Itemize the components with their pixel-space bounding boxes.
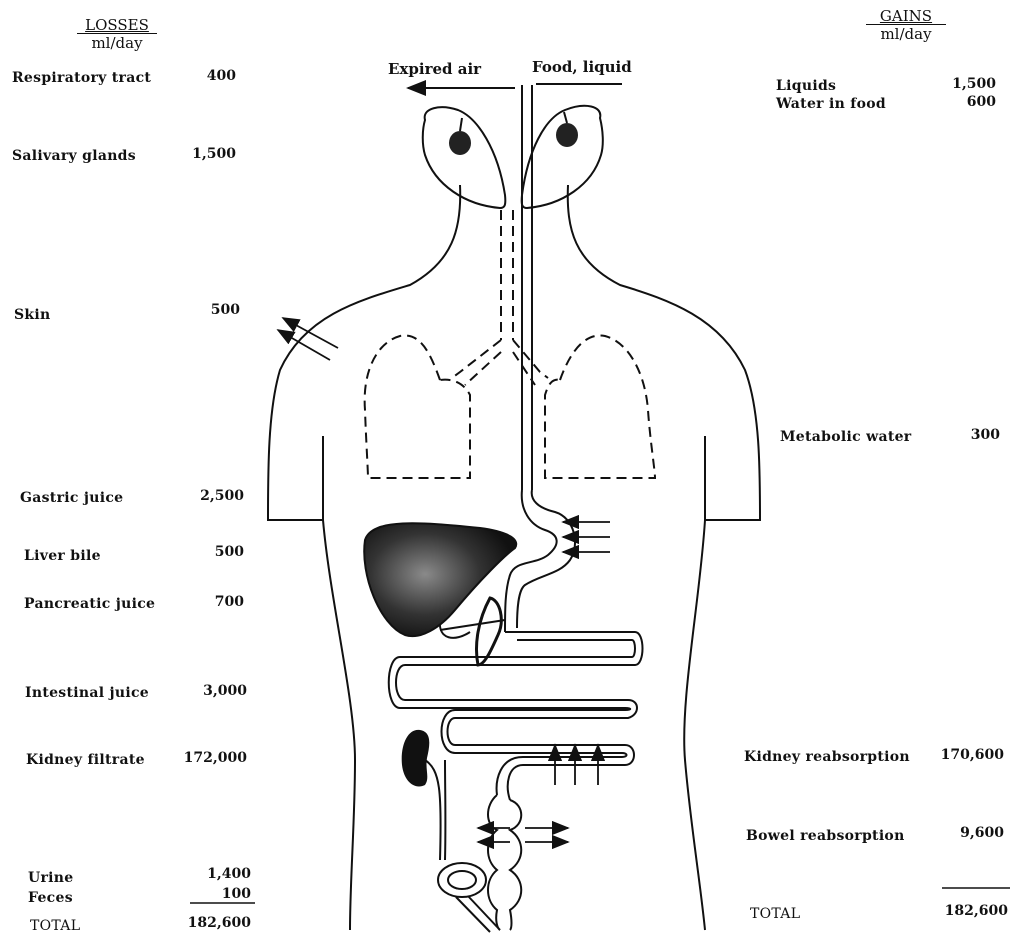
loss-value: 3,000	[203, 683, 247, 699]
expired-air-label: Expired air	[388, 60, 481, 78]
gain-label: Kidney reabsorption	[744, 749, 910, 765]
loss-value: 1,400	[207, 866, 251, 882]
loss-label: Liver bile	[24, 548, 101, 564]
salivary-gland-right	[556, 123, 578, 147]
gain-value: 1,500	[952, 76, 996, 92]
loss-label: Intestinal juice	[25, 685, 149, 701]
lung-right	[545, 335, 655, 478]
gain-label: Liquids	[776, 78, 836, 94]
loss-label: Kidney filtrate	[26, 752, 145, 768]
pancreas	[477, 598, 502, 665]
loss-label: Urine	[28, 870, 74, 886]
loss-label: Gastric juice	[20, 490, 123, 506]
gain-value: 170,600	[941, 747, 1004, 763]
gains-total-label: TOTAL	[750, 906, 800, 922]
loss-value: 400	[207, 68, 236, 84]
loss-value: 1,500	[192, 146, 236, 162]
gains-total-value: 182,600	[945, 903, 1008, 919]
gains-header: GAINS ml/day	[866, 8, 946, 42]
head-outline-right	[522, 106, 603, 208]
loss-value: 2,500	[200, 488, 244, 504]
loss-value: 500	[211, 302, 240, 318]
gain-value: 9,600	[960, 825, 1004, 841]
losses-header: LOSSES ml/day	[77, 17, 157, 51]
losses-total-value: 182,600	[188, 915, 251, 931]
colon	[488, 795, 500, 930]
liver	[364, 523, 516, 636]
loss-label: Skin	[14, 307, 51, 323]
salivary-gland-left	[449, 131, 471, 155]
losses-unit: ml/day	[77, 33, 157, 51]
loss-value: 500	[215, 544, 244, 560]
loss-value: 172,000	[184, 750, 247, 766]
loss-value: 100	[222, 886, 251, 902]
gain-value: 600	[967, 94, 996, 110]
kidney	[402, 730, 430, 787]
head-outline	[423, 107, 506, 208]
gain-label: Bowel reabsorption	[746, 828, 905, 844]
gain-value: 300	[971, 427, 1000, 443]
loss-label: Salivary glands	[12, 148, 136, 164]
body-outline	[268, 185, 460, 520]
gains-unit: ml/day	[866, 24, 946, 42]
gains-title: GAINS	[866, 8, 946, 24]
loss-label: Pancreatic juice	[24, 596, 155, 612]
gain-label: Metabolic water	[780, 429, 911, 445]
food-liquid-label: Food, liquid	[532, 58, 632, 76]
gain-label: Water in food	[776, 96, 886, 112]
losses-title: LOSSES	[77, 17, 157, 33]
losses-total-label: TOTAL	[30, 918, 80, 934]
bladder	[438, 863, 486, 897]
lung-left	[365, 335, 470, 478]
loss-label: Respiratory tract	[12, 70, 151, 86]
loss-value: 700	[215, 594, 244, 610]
loss-label: Feces	[28, 890, 73, 906]
